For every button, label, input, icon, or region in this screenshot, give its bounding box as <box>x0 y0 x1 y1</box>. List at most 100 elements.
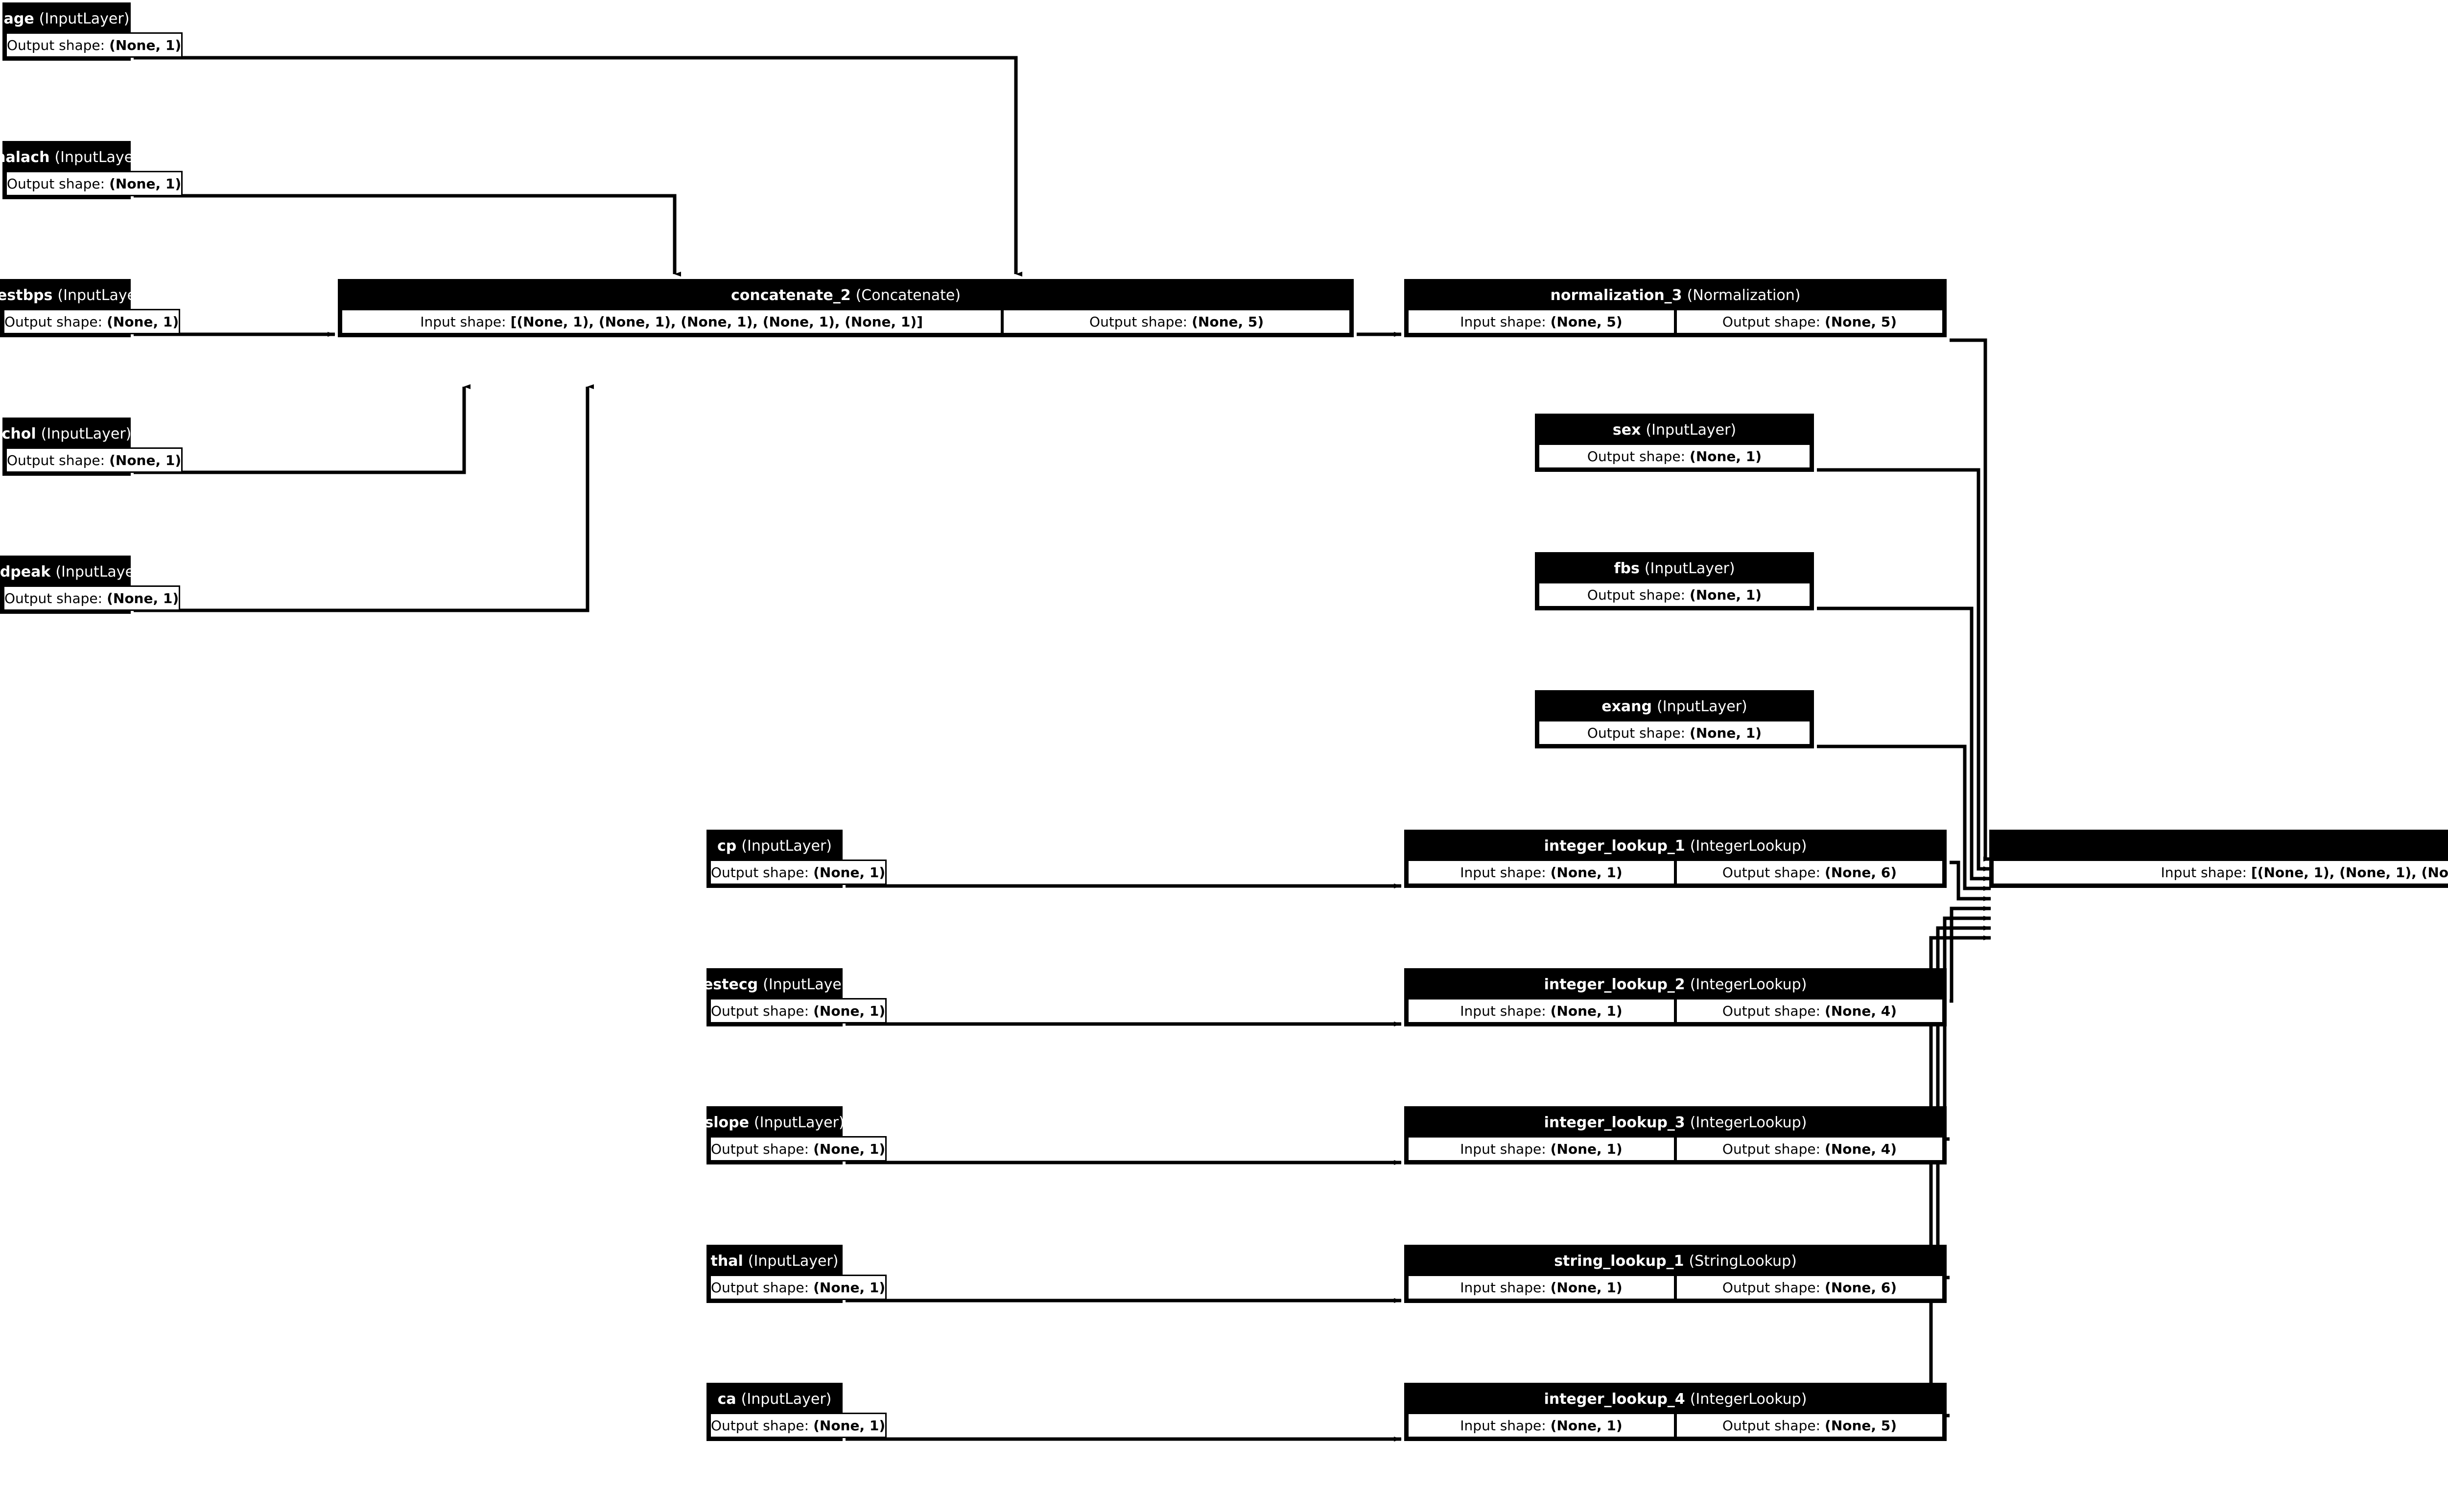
output-shape-label: Output shape: <box>1722 1140 1821 1157</box>
layer-name: concatenate_2 <box>730 287 851 304</box>
layer-body-string_lookup_1: Input shape:(None, 1)Output shape:(None,… <box>1407 1275 1944 1300</box>
layer-header-oldpeak: oldpeak(InputLayer) <box>0 558 146 585</box>
layer-node-cp[interactable]: cp(InputLayer)Output shape:(None, 1) <box>706 830 887 888</box>
layer-node-integer_lookup_2[interactable]: integer_lookup_2(IntegerLookup)Input sha… <box>1404 968 1947 1026</box>
output-shape-value: (None, 1) <box>1690 586 1762 603</box>
layer-node-ca[interactable]: ca(InputLayer)Output shape:(None, 1) <box>706 1383 887 1441</box>
layer-node-string_lookup_1[interactable]: string_lookup_1(StringLookup)Input shape… <box>1404 1245 1947 1303</box>
output-shape-value: (None, 5) <box>1825 1417 1897 1434</box>
layer-name: thal <box>710 1253 743 1270</box>
output-shape-cell: Output shape:(None, 1) <box>3 309 181 334</box>
layer-header-ca: ca(InputLayer) <box>709 1386 840 1413</box>
layer-node-normalization_3[interactable]: normalization_3(Normalization)Input shap… <box>1404 279 1947 337</box>
layer-name: restecg <box>696 976 758 993</box>
layer-header-thalach: thalach(InputLayer) <box>0 144 145 171</box>
edge-chol-to-concatenate_2 <box>134 384 471 474</box>
input-shape-label: Input shape: <box>1460 1002 1546 1019</box>
layer-body-oldpeak: Output shape:(None, 1) <box>3 585 181 611</box>
layer-type: (Normalization) <box>1687 287 1801 304</box>
input-shape-label: Input shape: <box>420 313 506 330</box>
output-shape-value: (None, 5) <box>1825 313 1897 330</box>
output-shape-label: Output shape: <box>1587 724 1686 741</box>
input-shape-cell: Input shape:[(None, 1), (None, 1), (None… <box>1992 860 2448 885</box>
layer-body-slope: Output shape:(None, 1) <box>709 1136 887 1162</box>
output-shape-label: Output shape: <box>1722 1002 1821 1019</box>
layer-name: thalach <box>0 149 50 166</box>
layer-header-sex: sex(InputLayer) <box>1538 417 1811 443</box>
layer-header-exang: exang (InputLayer) <box>1538 693 1811 720</box>
layer-body-integer_lookup_2: Input shape:(None, 1)Output shape:(None,… <box>1407 998 1944 1024</box>
output-shape-label: Output shape: <box>4 313 103 330</box>
edge-oldpeak-to-concatenate_2 <box>134 384 594 612</box>
layer-node-thal[interactable]: thal(InputLayer)Output shape:(None, 1) <box>706 1245 887 1303</box>
output-shape-value: (None, 6) <box>1825 1279 1897 1296</box>
output-shape-label: Output shape: <box>4 590 103 606</box>
layer-node-restecg[interactable]: restecg (InputLayer) Output shape:(None, 1… <box>696 968 887 1026</box>
layer-body-ca: Output shape:(None, 1) <box>709 1413 887 1438</box>
output-shape-label: Output shape: <box>1722 864 1821 881</box>
layer-node-concatenate_2[interactable]: concatenate_2(Concatenate)Input shape:[(… <box>338 279 1354 337</box>
layer-type: (IntegerLookup) <box>1690 976 1807 993</box>
input-shape-cell: Input shape:(None, 1) <box>1407 998 1675 1024</box>
layer-type: (InputLayer) <box>1644 560 1735 577</box>
edge-integer_lookup_1-to-concatenate_3 <box>1950 861 1991 901</box>
output-shape-cell: Output shape:(None, 1) <box>709 1413 887 1438</box>
layer-header-trestbps: trestbps(InputLayer) <box>0 282 148 309</box>
layer-type: (InputLayer) <box>753 1114 845 1131</box>
layer-type: (InputLayer) <box>1657 698 1747 715</box>
layer-name: oldpeak <box>0 563 51 581</box>
layer-node-concatenate_3[interactable]: concatenate_3(Concatenate)Input shape:[(… <box>1989 830 2448 888</box>
layer-header-thal: thal(InputLayer) <box>709 1248 840 1275</box>
output-shape-cell: Output shape:(None, 1) <box>5 32 183 58</box>
output-shape-value: (None, 1) <box>109 452 182 468</box>
layer-header-slope: slope(InputLayer) <box>705 1109 845 1136</box>
output-shape-value: (None, 1) <box>813 1417 886 1434</box>
layer-type: (InputLayer) <box>39 10 130 27</box>
layer-node-thalach[interactable]: thalach(InputLayer)Output shape:(None, 1… <box>0 141 183 199</box>
output-shape-value: (None, 1) <box>109 37 182 53</box>
layer-node-sex[interactable]: sex(InputLayer)Output shape:(None, 1) <box>1535 414 1814 472</box>
layer-node-chol[interactable]: chol(InputLayer)Output shape:(None, 1) <box>2 418 183 476</box>
output-shape-cell: Output shape:(None, 6) <box>1675 860 1944 885</box>
output-shape-label: Output shape: <box>1722 313 1821 330</box>
output-shape-label: Output shape: <box>1722 1417 1821 1434</box>
output-shape-cell: Output shape:(None, 5) <box>1002 309 1351 334</box>
layer-node-slope[interactable]: slope(InputLayer)Output shape:(None, 1) <box>705 1106 887 1164</box>
layer-node-age[interactable]: age(InputLayer)Output shape:(None, 1) <box>2 2 183 61</box>
input-shape-value: (None, 1) <box>1550 1417 1623 1434</box>
layer-type: (InputLayer) <box>741 837 832 855</box>
layer-node-oldpeak[interactable]: oldpeak(InputLayer)Output shape:(None, 1… <box>0 556 181 614</box>
layer-node-integer_lookup_1[interactable]: integer_lookup_1(IntegerLookup)Input sha… <box>1404 830 1947 888</box>
output-shape-value: (None, 1) <box>813 1140 886 1157</box>
output-shape-cell: Output shape:(None, 1) <box>5 447 183 473</box>
layer-name: integer_lookup_4 <box>1544 1391 1685 1408</box>
input-shape-value: (None, 1) <box>1550 1279 1623 1296</box>
output-shape-label: Output shape: <box>711 1417 809 1434</box>
input-shape-label: Input shape: <box>1460 1417 1546 1434</box>
layer-node-trestbps[interactable]: trestbps(InputLayer)Output shape:(None, … <box>0 279 181 337</box>
layer-node-integer_lookup_3[interactable]: integer_lookup_3(IntegerLookup)Input sha… <box>1404 1106 1947 1164</box>
output-shape-label: Output shape: <box>711 1002 809 1019</box>
layer-type: (InputLayer) <box>763 976 853 993</box>
layer-name: string_lookup_1 <box>1554 1253 1684 1270</box>
layer-body-exang: Output shape:(None, 1) <box>1538 720 1811 745</box>
layer-node-exang[interactable]: exang (InputLayer) Output shape:(None, 1) <box>1535 690 1814 748</box>
output-shape-cell: Output shape:(None, 1) <box>5 171 183 196</box>
input-shape-value: [(None, 1), (None, 1), (None, 1), (None,… <box>2251 864 2448 881</box>
edge-integer_lookup_2-to-concatenate_3 <box>1950 906 1991 1003</box>
layer-body-sex: Output shape:(None, 1) <box>1538 443 1811 469</box>
edge-sex-to-concatenate_3 <box>1817 468 1991 871</box>
layer-body-integer_lookup_1: Input shape:(None, 1) Output shape:(None,… <box>1407 860 1944 885</box>
layer-node-fbs[interactable]: fbs(InputLayer)Output shape:(None, 1) <box>1535 552 1814 610</box>
output-shape-cell: Output shape:(None, 1) <box>1538 720 1811 745</box>
input-shape-label: Input shape: <box>1460 864 1546 881</box>
layer-node-integer_lookup_4[interactable]: integer_lookup_4(IntegerLookup)Input sha… <box>1404 1383 1947 1441</box>
layer-name: exang <box>1601 698 1652 715</box>
output-shape-label: Output shape: <box>1722 1279 1821 1296</box>
layer-name: integer_lookup_3 <box>1544 1114 1685 1131</box>
output-shape-cell: Output shape:(None, 1) <box>709 998 887 1024</box>
output-shape-value: (None, 1) <box>107 590 179 606</box>
input-shape-value: (None, 1) <box>1550 864 1623 881</box>
input-shape-cell: Input shape:(None, 1) <box>1407 1136 1675 1162</box>
